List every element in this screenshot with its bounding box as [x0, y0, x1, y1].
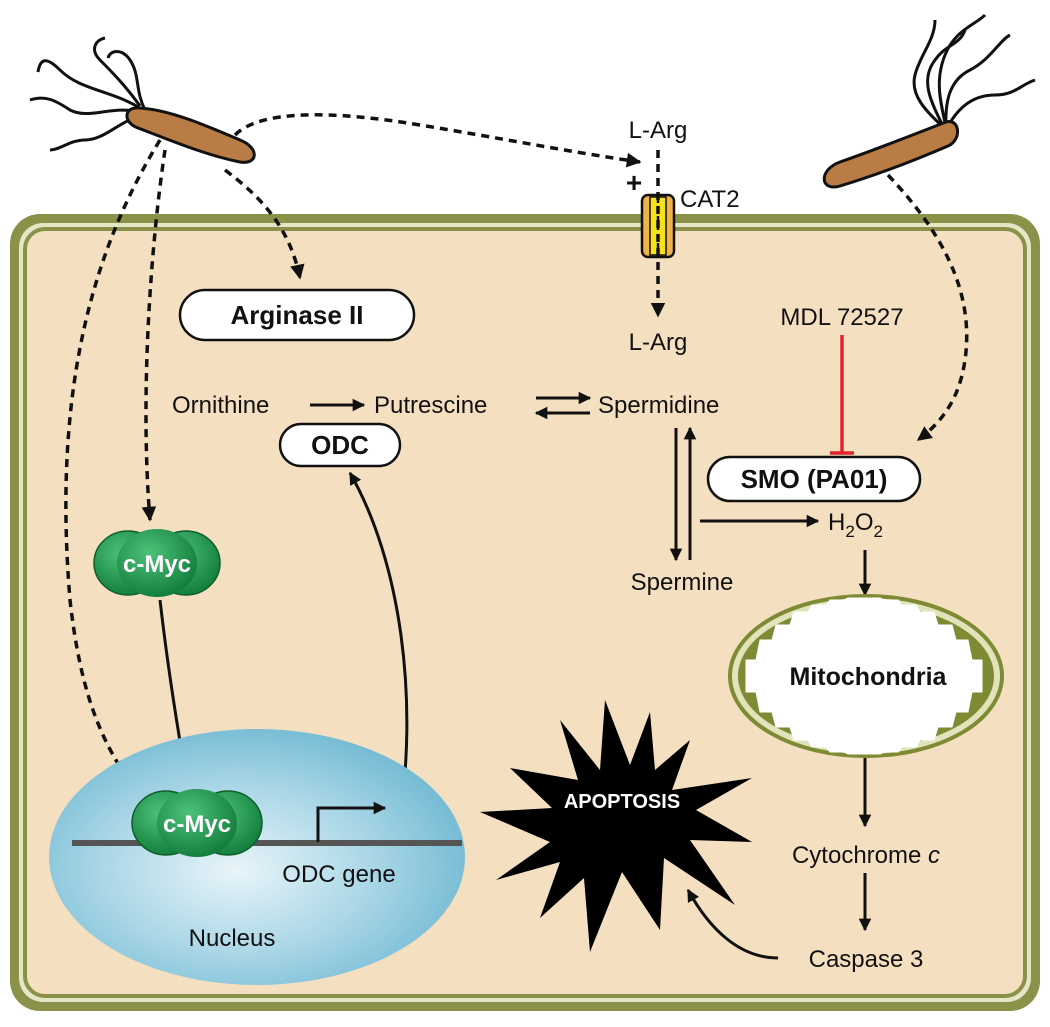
- smo-label: SMO (PA01): [741, 464, 888, 494]
- cytochrome-c-italic: c: [928, 842, 940, 869]
- h2o2-h: H: [828, 509, 845, 536]
- bacterium-left-body: [125, 106, 256, 164]
- l-arg-inside-label: L-Arg: [629, 329, 688, 356]
- arginase-label: Arginase II: [231, 300, 364, 330]
- putrescine-label: Putrescine: [374, 392, 487, 419]
- h2o2-sub2: 2: [873, 522, 882, 541]
- spermidine-label: Spermidine: [598, 392, 719, 419]
- plus-sign: +: [626, 167, 642, 198]
- bacterium-left: [29, 36, 256, 164]
- bacterium-right-flagella: [912, 13, 1036, 130]
- arrow-caspase-to-apoptosis: [686, 888, 779, 960]
- h2o2-o: O: [855, 509, 874, 536]
- cytochrome-text: Cytochrome: [792, 842, 928, 869]
- caspase-3-label: Caspase 3: [809, 946, 924, 973]
- mitochondria-label: Mitochondria: [790, 663, 948, 691]
- odc-gene-label: ODC gene: [282, 861, 395, 888]
- cmyc-nucleus-label: c-Myc: [163, 811, 231, 838]
- odc-label: ODC: [311, 430, 369, 460]
- bacterium-right-body: [822, 120, 959, 189]
- mdl-72527-label: MDL 72527: [780, 304, 903, 331]
- equilibrium-putrescine-spermidine: [534, 391, 592, 420]
- arrow-bacteria-to-cat2: [233, 113, 642, 168]
- odc-box: [278, 422, 402, 468]
- l-arg-outside-label: L-Arg: [629, 117, 688, 144]
- cytochrome-c-label: Cytochrome c: [792, 842, 940, 869]
- equilibrium-spermidine-spermine: [669, 426, 697, 562]
- arrow-bacteria-to-cmyc: [141, 149, 167, 522]
- bacterium-left-flagella: [29, 36, 147, 152]
- ornithine-label: Ornithine: [172, 392, 269, 419]
- mitochondria: [728, 594, 1004, 758]
- apoptosis-label: APOPTOSIS: [564, 791, 680, 813]
- cmyc-cytoplasm: [93, 529, 221, 597]
- arrow-bacteria-to-smo: [886, 173, 969, 442]
- mdl-inhibition: [830, 335, 854, 455]
- cmyc-cytoplasm-label: c-Myc: [123, 551, 191, 578]
- transcription-start-arrow: [316, 801, 387, 842]
- spermine-label: Spermine: [631, 569, 734, 596]
- h2o2-label: H2O2: [828, 509, 883, 541]
- nucleus-label: Nucleus: [189, 925, 276, 952]
- cat2-label: CAT2: [680, 186, 740, 213]
- h2o2-sub1: 2: [845, 522, 854, 541]
- apoptosis-starburst: [480, 700, 752, 952]
- cmyc-nucleus: [131, 789, 263, 857]
- bacterium-right: [822, 13, 1036, 189]
- smo-box: [706, 455, 922, 503]
- arginase-box: [178, 288, 416, 342]
- arrow-bacteria-to-arginase: [223, 168, 305, 280]
- arrow-bacteria-to-nucleus: [64, 139, 162, 787]
